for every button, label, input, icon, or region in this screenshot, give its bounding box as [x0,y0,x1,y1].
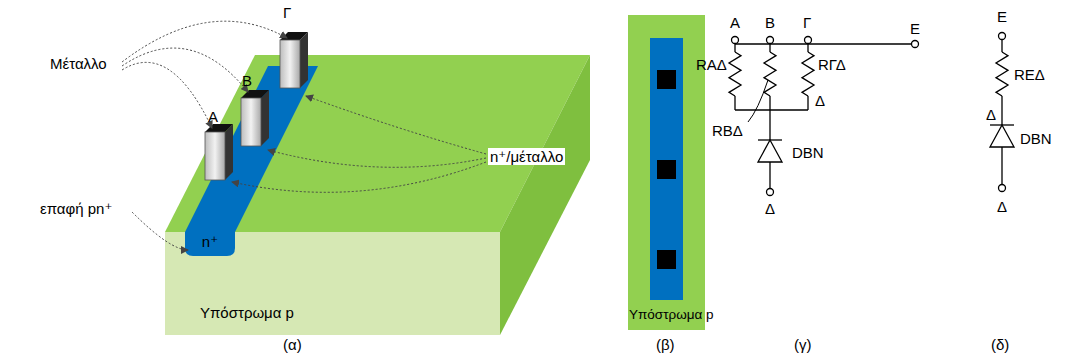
terminal [805,37,812,44]
part-label: RΒΔ [712,122,743,139]
part-label: Μέταλλο [50,55,107,72]
part-label: Δ [997,198,1007,215]
contact-front [280,40,300,88]
terminal [999,185,1006,192]
n-plus-stripe-top [650,38,683,300]
n-plus-region: n⁺ [185,232,235,254]
node-text: Υπόστρωμα p [629,307,714,322]
leader-line [306,96,486,154]
terminal [767,189,774,196]
panel-caption: (γ) [794,336,812,353]
substrate-side [500,55,590,335]
part-label: Γ [283,4,291,21]
part-label: DBN [1020,130,1052,147]
substrate-top-view [628,15,705,330]
resistor-symbol [729,52,741,96]
terminal [912,41,919,48]
leader-line [748,80,768,122]
leader-line [122,21,287,62]
contact-side [225,124,233,180]
wire [735,109,808,110]
contact-top [205,124,233,132]
n-plus-pocket [185,232,235,256]
wire [1001,96,1002,125]
part-label: Α [208,108,218,125]
part-label: RΑΔ [696,56,727,73]
part-label: επαφή pn⁺ [40,200,112,217]
contact-side [300,32,308,88]
terminal [732,37,739,44]
wire [1001,40,1002,52]
part-label: Δ [765,200,775,217]
part-label: Ε [997,8,1007,25]
substrate-front [165,232,500,335]
diode-triangle [758,140,782,162]
wire [769,162,770,188]
contact-top [280,32,308,40]
resistor-symbol [802,52,814,96]
contact-square [657,70,676,89]
leader-line [232,162,486,192]
wire [769,110,770,140]
part-label: Β [242,72,252,89]
contact-square [657,160,676,179]
part-label: Γ [803,14,811,31]
part-label: DBN [792,144,824,161]
terminal [999,33,1006,40]
resistor-symbol [764,52,776,96]
wire [807,96,808,110]
contact-square [657,250,676,269]
part-label: Α [730,14,740,31]
part-label: Ε [910,20,920,37]
panel-caption: (β) [656,336,675,353]
contact-front [241,98,261,146]
contact-front [205,132,225,180]
panel-caption: (α) [283,336,302,353]
wire [807,44,808,52]
leader-line [268,150,486,167]
part-label: n⁺/μέταλλο [488,148,565,165]
n-plus-stripe [185,66,318,232]
leader-line [132,212,188,250]
wire [769,96,770,110]
leader-line [122,48,248,92]
part-label: Β [765,14,775,31]
contact-side [261,90,269,146]
resistor-symbol [996,52,1008,96]
part-label: Δ [986,106,996,123]
wire [1001,147,1002,184]
wire [735,43,915,44]
part-label: RΕΔ [1014,66,1045,83]
wire [734,44,735,52]
terminal [767,37,774,44]
panel-caption: (δ) [991,336,1009,353]
substrate-top-view: Υπόστρωμα p [628,15,705,330]
diode-triangle [990,125,1014,147]
part-label: RΓΔ [818,56,846,73]
leader-line [122,62,212,128]
wire [734,96,735,110]
contact-top [241,90,269,98]
part-label: Δ [815,92,825,109]
node-text: Υπόστρωμα p [200,304,294,321]
wire [769,44,770,52]
node-text: n⁺ [202,233,218,251]
